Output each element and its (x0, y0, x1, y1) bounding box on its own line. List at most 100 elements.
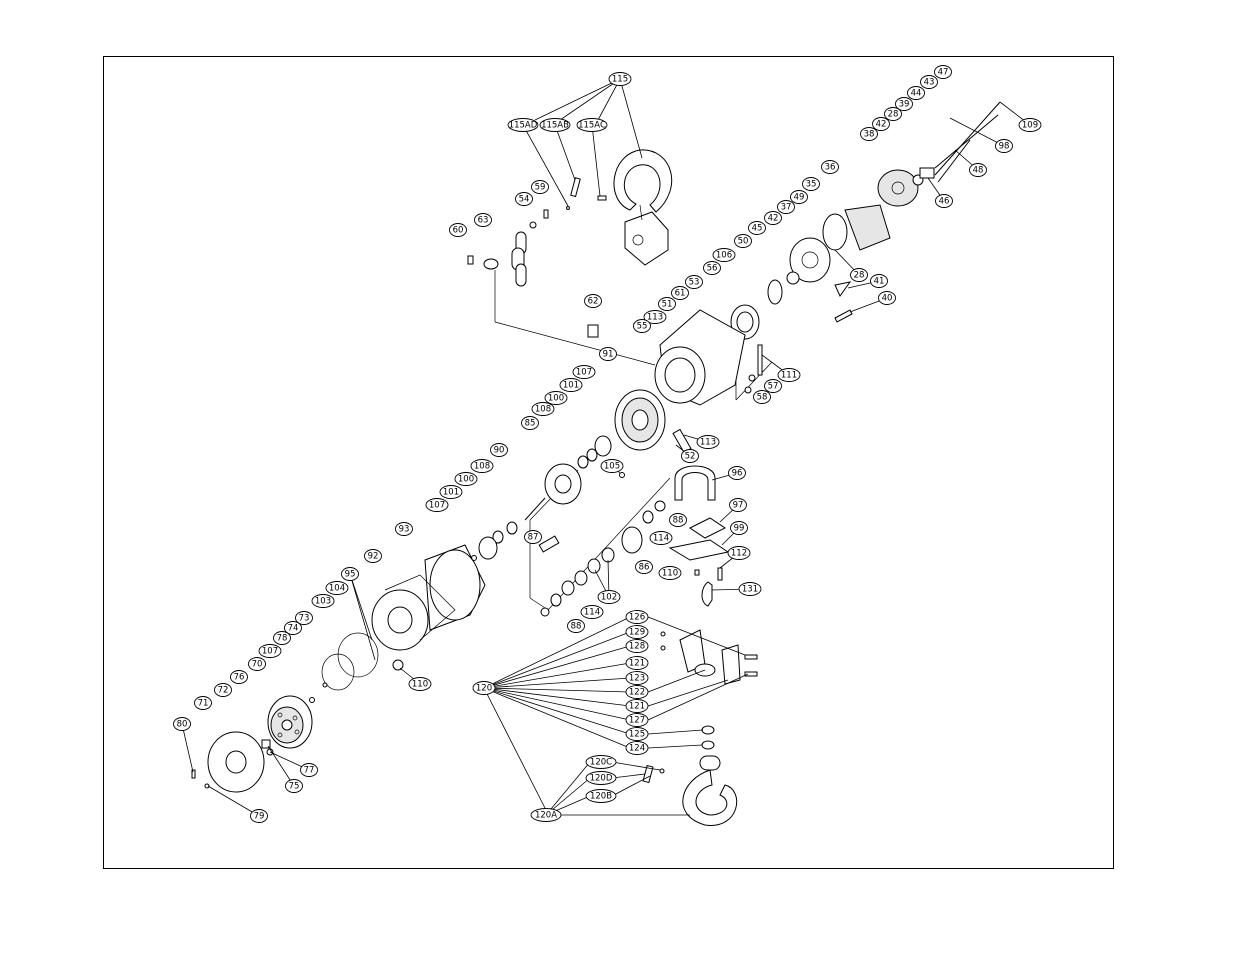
callout-bubble (585, 771, 617, 785)
callout-bubble (895, 97, 913, 111)
callout-bubble (521, 416, 539, 430)
callout-bubble (703, 261, 721, 275)
callout-label: 62 (588, 297, 599, 307)
callout-bubble (633, 319, 651, 333)
callout-76: 76 (230, 670, 248, 684)
callout-label: 115 (612, 75, 628, 85)
callout-bubble (625, 639, 649, 653)
callout-53: 53 (685, 275, 703, 289)
callout-bubble (625, 656, 649, 670)
callout-label: 49 (794, 193, 805, 203)
callout-label: 111 (781, 371, 797, 381)
callout-label: 110 (662, 569, 678, 579)
callout-112: 112 (727, 546, 751, 560)
callout-88: 88 (669, 513, 687, 527)
drawing-frame (103, 56, 1114, 869)
callout-bubble (696, 435, 720, 449)
callout-label: 107 (262, 647, 278, 657)
callout-label: 108 (535, 405, 551, 415)
motor-end-parts (730, 101, 1001, 340)
callout-label: 97 (733, 501, 744, 511)
callout-label: 35 (806, 180, 817, 190)
callout-113: 113 (643, 310, 667, 324)
callout-label: 91 (603, 350, 614, 360)
callout-bubble (734, 234, 752, 248)
load-chain (467, 209, 549, 287)
callout-44: 44 (907, 86, 925, 100)
callout-bubble (408, 677, 432, 691)
callout-bubble (635, 560, 653, 574)
callout-label: 114 (653, 534, 669, 544)
callout-label: 58 (757, 393, 768, 403)
callout-label: 54 (519, 195, 530, 205)
callout-label: 131 (742, 585, 758, 595)
callout-bubble (194, 696, 212, 710)
callout-label: 28 (888, 110, 899, 120)
callout-28: 28 (884, 107, 902, 121)
callout-label: 120D (590, 774, 613, 784)
callout-115AD: 115AD (507, 118, 539, 132)
callout-bubble (681, 449, 699, 463)
callout-105: 105 (600, 459, 624, 473)
callout-bubble (585, 789, 617, 803)
callout-bubble (821, 160, 839, 174)
callout-bubble (870, 274, 888, 288)
callout-80: 80 (173, 717, 191, 731)
callout-bubble (173, 717, 191, 731)
callout-107: 107 (425, 498, 449, 512)
callout-label: 88 (571, 622, 582, 632)
callout-label: 70 (252, 660, 263, 670)
callout-70: 70 (248, 657, 266, 671)
callout-label: 120 (476, 684, 492, 694)
callout-label: 104 (329, 584, 345, 594)
callout-bubble (515, 192, 533, 206)
callout-bubble (531, 402, 555, 416)
callout-bubble (777, 368, 801, 382)
callout-label: 42 (876, 120, 887, 130)
callout-label: 114 (584, 608, 600, 618)
callout-75: 75 (285, 779, 303, 793)
callout-114: 114 (580, 605, 604, 619)
callout-87: 87 (524, 530, 542, 544)
callout-label: 103 (315, 597, 331, 607)
callout-51: 51 (658, 297, 676, 311)
callout-55: 55 (633, 319, 651, 333)
callout-bubble (649, 531, 673, 545)
callout-bubble (572, 365, 596, 379)
callout-36: 36 (821, 160, 839, 174)
callout-bubble (935, 194, 953, 208)
callout-52: 52 (681, 449, 699, 463)
callout-label: 40 (882, 294, 893, 304)
callout-bubble (454, 472, 478, 486)
callout-123: 123 (625, 671, 649, 685)
callout-48: 48 (969, 163, 987, 177)
callout-120C: 120C (585, 755, 617, 769)
callout-label: 59 (535, 183, 546, 193)
callout-label: 50 (738, 237, 749, 247)
callout-bubble (600, 459, 624, 473)
callout-47: 47 (934, 65, 952, 79)
callout-60: 60 (449, 223, 467, 237)
bottom-hook-block (642, 629, 758, 826)
callout-39: 39 (895, 97, 913, 111)
callout-bubble (364, 549, 382, 563)
callout-label: 115AB (541, 121, 569, 131)
callout-bubble (584, 294, 602, 308)
callout-40: 40 (878, 291, 896, 305)
callout-label: 36 (825, 163, 836, 173)
callout-label: 102 (601, 593, 617, 603)
callout-label: 73 (299, 614, 310, 624)
callout-bubble (248, 657, 266, 671)
callout-label: 107 (576, 368, 592, 378)
callout-label: 41 (874, 277, 885, 287)
callout-label: 28 (854, 271, 865, 281)
callout-bubble (658, 566, 682, 580)
callout-label: 101 (563, 381, 579, 391)
callout-58: 58 (753, 390, 771, 404)
callout-bubble (671, 286, 689, 300)
callout-label: 124 (629, 744, 645, 754)
callout-121: 121 (625, 656, 649, 670)
callout-label: 105 (604, 462, 620, 472)
callout-28: 28 (850, 268, 868, 282)
callout-label: 42 (768, 214, 779, 224)
